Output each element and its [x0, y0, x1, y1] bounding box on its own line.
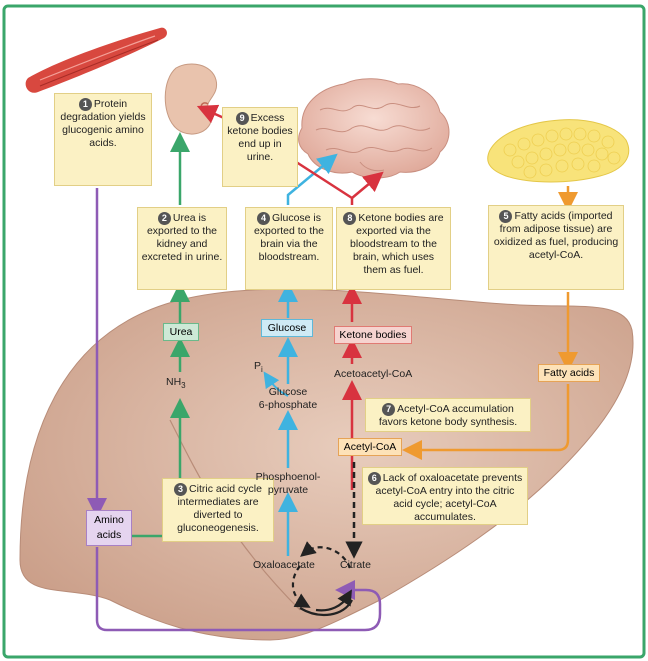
step-1-number: 1 — [79, 98, 92, 111]
adipose-image — [488, 120, 629, 182]
muscle-image — [26, 28, 167, 93]
step-5-number: 5 — [499, 210, 512, 223]
oxaloacetate-label: Oxaloacetate — [253, 559, 315, 572]
step-2-text: Urea is exported to the kidney and excre… — [142, 212, 223, 263]
step-2-number: 2 — [158, 212, 171, 225]
step-7-number: 7 — [382, 403, 395, 416]
citrate-label: Citrate — [340, 559, 371, 572]
step-7-text: Acetyl-CoA accumulation favors ketone bo… — [379, 403, 517, 428]
urea-tag: Urea — [163, 323, 199, 341]
step-3-number: 3 — [174, 483, 187, 496]
step-5-text: Fatty acids (imported from adipose tissu… — [494, 210, 618, 261]
step-6-text: Lack of oxaloacetate prevents acetyl-CoA… — [376, 472, 523, 523]
step-1-text: Protein degradation yields glucogenic am… — [60, 98, 145, 149]
nh3-label: NH3 — [166, 376, 186, 392]
step-9-number: 9 — [236, 112, 249, 125]
acetoacetyl-coa-label: Acetoacetyl-CoA — [334, 368, 412, 381]
brain-image — [299, 79, 449, 178]
step-6-number: 6 — [368, 472, 381, 485]
liver-shape — [20, 289, 633, 640]
step-8-number: 8 — [343, 212, 356, 225]
step-8-text: Ketone bodies are exported via the blood… — [350, 212, 444, 276]
red-arrow-to-brain — [352, 178, 376, 198]
pi-label: Pi — [254, 360, 263, 376]
amino-acids-tag: Amino acids — [86, 510, 132, 546]
step-4-number: 4 — [257, 212, 270, 225]
phosphoenolpyruvate-label: Phosphoenol- pyruvate — [250, 471, 326, 497]
acetyl-coa-tag: Acetyl-CoA — [338, 438, 402, 456]
glucose-tag: Glucose — [261, 319, 313, 337]
fatty-acids-tag: Fatty acids — [538, 364, 600, 382]
glucose-6-phosphate-label: Glucose 6-phosphate — [254, 386, 322, 412]
ketone-bodies-tag: Ketone bodies — [334, 326, 412, 344]
kidney-image — [165, 64, 216, 134]
